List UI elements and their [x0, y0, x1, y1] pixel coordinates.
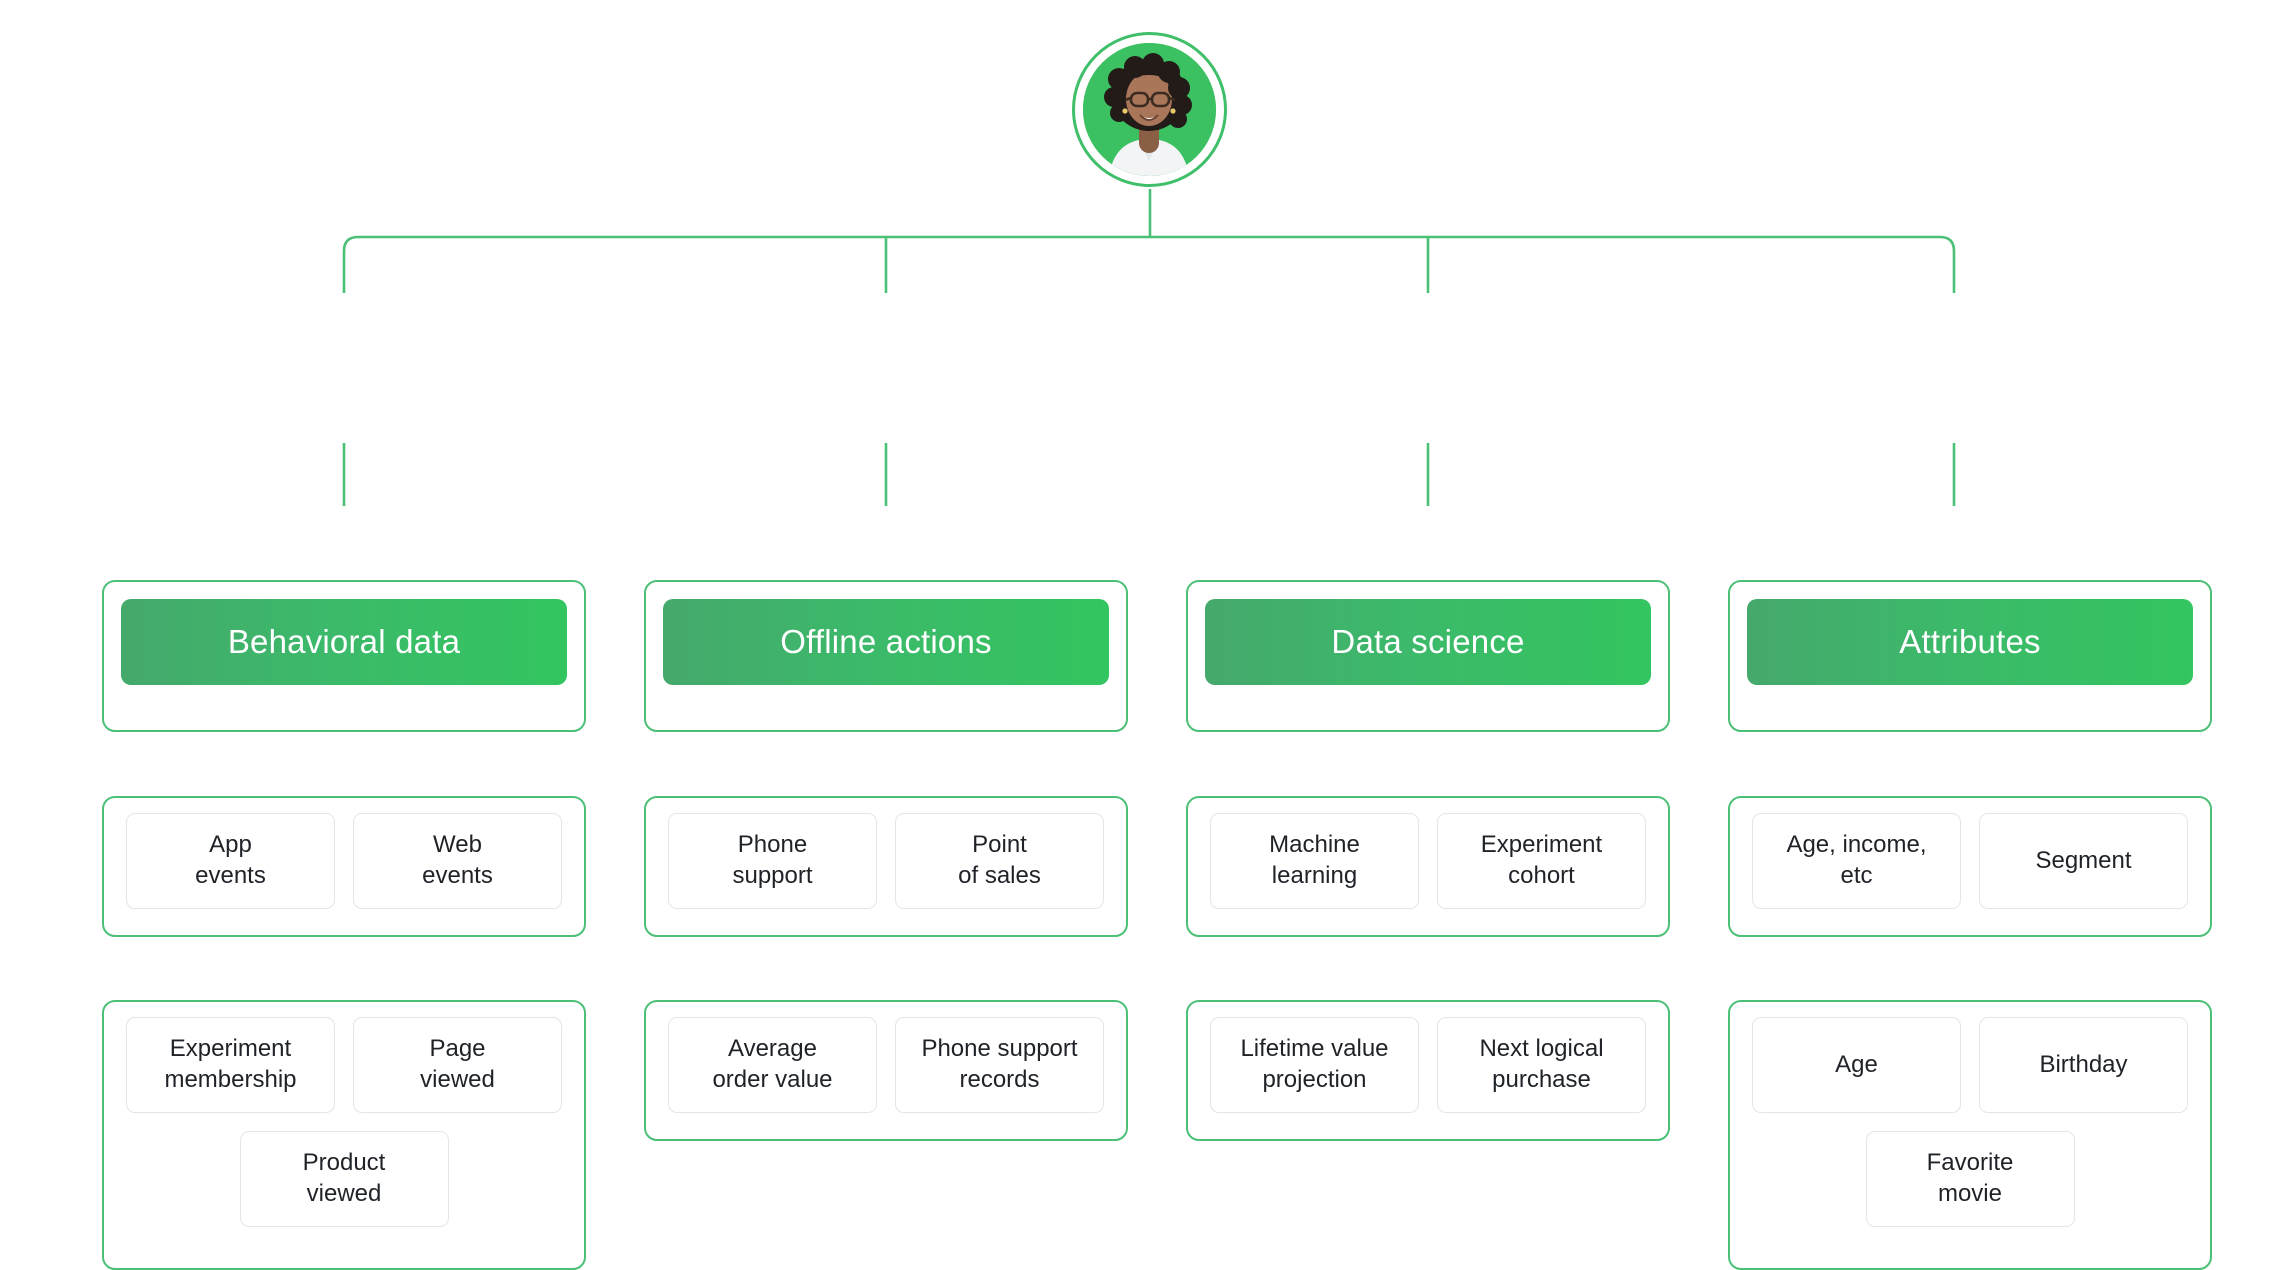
row-card-attributes-1: Age, income, etc Segment [1728, 796, 2212, 937]
chip-app-events[interactable]: App events [126, 813, 335, 909]
chip-age[interactable]: Age [1752, 1017, 1961, 1113]
chip-phone-support[interactable]: Phone support [668, 813, 877, 909]
chip-experiment-cohort[interactable]: Experiment cohort [1437, 813, 1646, 909]
header-card-data-science[interactable]: Data science [1186, 580, 1670, 732]
chip-machine-learning[interactable]: Machine learning [1210, 813, 1419, 909]
row-card-offline-actions-2: Average order value Phone support record… [644, 1000, 1128, 1141]
chip-favorite-movie[interactable]: Favorite movie [1865, 1131, 2075, 1227]
root-avatar[interactable] [1072, 32, 1227, 187]
chip-segment[interactable]: Segment [1979, 813, 2188, 909]
row-card-offline-actions-1: Phone support Point of sales [644, 796, 1128, 937]
chip-average-order-value[interactable]: Average order value [668, 1017, 877, 1113]
row-card-data-science-1: Machine learning Experiment cohort [1186, 796, 1670, 937]
chip-age-income-etc[interactable]: Age, income, etc [1752, 813, 1961, 909]
header-card-attributes[interactable]: Attributes [1728, 580, 2212, 732]
diagram-canvas: Behavioral data App events Web events Ex… [102, 32, 2212, 1270]
row-card-behavioral-data-1: App events Web events [102, 796, 586, 937]
chip-next-logical-purchase[interactable]: Next logical purchase [1437, 1017, 1646, 1113]
wire-bus-bar [342, 235, 1956, 293]
header-label-behavioral-data: Behavioral data [121, 599, 567, 685]
header-card-offline-actions[interactable]: Offline actions [644, 580, 1128, 732]
header-label-offline-actions: Offline actions [663, 599, 1109, 685]
chip-product-viewed[interactable]: Product viewed [239, 1131, 449, 1227]
header-label-data-science: Data science [1205, 599, 1651, 685]
chip-birthday[interactable]: Birthday [1979, 1017, 2188, 1113]
row-card-attributes-2: Age Birthday Favorite movie [1728, 1000, 2212, 1270]
chip-phone-support-records[interactable]: Phone support records [895, 1017, 1104, 1113]
row-card-data-science-2: Lifetime value projection Next logical p… [1186, 1000, 1670, 1141]
avatar-photo [1083, 43, 1216, 176]
header-card-behavioral-data[interactable]: Behavioral data [102, 580, 586, 732]
chip-point-of-sales[interactable]: Point of sales [895, 813, 1104, 909]
chip-page-viewed[interactable]: Page viewed [353, 1017, 562, 1113]
row-card-behavioral-data-2: Experiment membership Page viewed Produc… [102, 1000, 586, 1270]
chip-experiment-membership[interactable]: Experiment membership [126, 1017, 335, 1113]
header-label-attributes: Attributes [1747, 599, 2193, 685]
chip-web-events[interactable]: Web events [353, 813, 562, 909]
chip-lifetime-value-projection[interactable]: Lifetime value projection [1210, 1017, 1419, 1113]
